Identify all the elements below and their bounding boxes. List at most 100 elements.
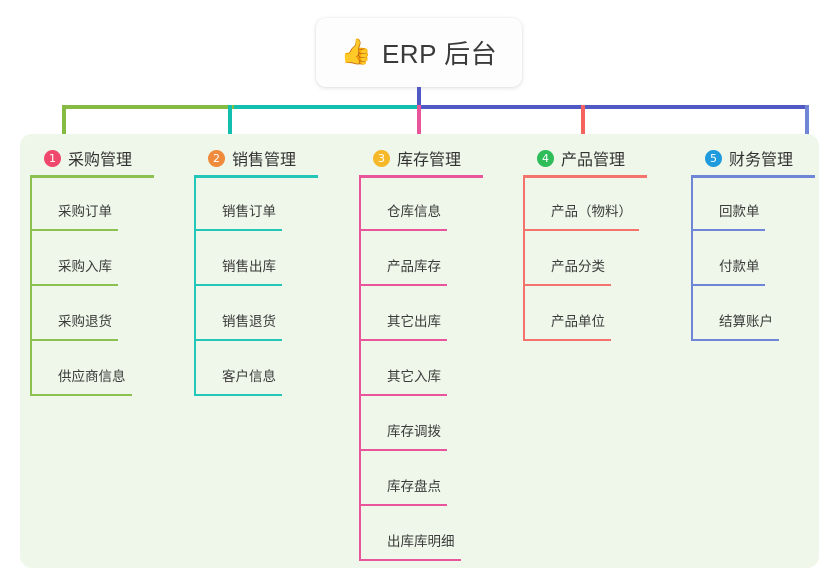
leaf-node[interactable]: 产品库存 (359, 231, 461, 286)
leaf-rule (361, 559, 461, 561)
branch-title-5: 财务管理 (729, 152, 794, 169)
branch-title-4: 产品管理 (561, 152, 626, 169)
leaf-node[interactable]: 采购订单 (30, 176, 132, 231)
leaf-label: 销售出库 (222, 258, 276, 274)
branch-header-rule-2 (194, 175, 318, 178)
leaf-node[interactable]: 产品分类 (523, 231, 632, 286)
root-node[interactable]: 👍 ERP 后台 (316, 18, 522, 87)
branch-badge-1: 1 (44, 149, 61, 167)
leaf-label: 付款单 (719, 258, 760, 274)
leaf-node[interactable]: 库存盘点 (359, 451, 461, 506)
branch-header-2[interactable]: 2 销售管理 (186, 140, 318, 178)
leaf-label: 供应商信息 (58, 368, 126, 384)
leaf-rule (361, 504, 447, 506)
leaf-node[interactable]: 采购退货 (30, 286, 132, 341)
leaf-rule (196, 284, 282, 286)
branch-stub-1 (62, 105, 66, 135)
root-title: ERP 后台 (381, 39, 498, 69)
leaf-rule (361, 339, 447, 341)
leaf-label: 库存盘点 (387, 478, 441, 494)
branch-column-3: 3 库存管理仓库信息产品库存其它出库其它入库库存调拨库存盘点出库库明细 (351, 140, 483, 561)
leaf-node[interactable]: 付款单 (691, 231, 793, 286)
leaf-rule (32, 339, 118, 341)
leaf-label: 其它出库 (387, 313, 441, 329)
leaf-rule (525, 284, 611, 286)
content-panel (20, 134, 819, 568)
leaf-node[interactable]: 仓库信息 (359, 176, 461, 231)
leaf-node[interactable]: 客户信息 (194, 341, 296, 396)
branch-badge-5: 5 (705, 149, 722, 167)
leaf-label: 库存调拨 (387, 423, 441, 439)
leaf-rule (32, 394, 132, 396)
leaf-node[interactable]: 产品（物料） (523, 176, 639, 231)
branch-title-3: 库存管理 (397, 152, 462, 169)
leaf-label: 销售订单 (222, 203, 276, 219)
branch-stub-5 (805, 105, 809, 135)
leaf-rule (361, 284, 447, 286)
leaf-label: 产品分类 (551, 258, 605, 274)
branch-title-2: 销售管理 (232, 152, 297, 169)
leaf-node[interactable]: 其它入库 (359, 341, 461, 396)
leaf-node[interactable]: 供应商信息 (30, 341, 132, 396)
leaf-node[interactable]: 销售出库 (194, 231, 296, 286)
leaf-rule (196, 229, 282, 231)
leaf-label: 产品库存 (387, 258, 441, 274)
bus-segment-3 (419, 105, 807, 109)
branch-header-rule-4 (523, 175, 647, 178)
bus-segment-2 (234, 105, 419, 109)
root-stem-connector (417, 87, 421, 105)
leaf-rule (525, 339, 611, 341)
branch-items-4: 产品（物料） 产品分类产品单位 (523, 176, 639, 341)
leaf-label: 产品单位 (551, 313, 605, 329)
branch-header-1[interactable]: 1 采购管理 (22, 140, 154, 178)
leaf-node[interactable]: 回款单 (691, 176, 793, 231)
leaf-rule (693, 339, 779, 341)
branch-header-3[interactable]: 3 库存管理 (351, 140, 483, 178)
branch-stub-2 (228, 105, 232, 135)
branch-column-1: 1 采购管理采购订单采购入库采购退货供应商信息 (22, 140, 154, 396)
leaf-rule (196, 394, 282, 396)
branch-header-rule-1 (30, 175, 154, 178)
leaf-node[interactable]: 采购入库 (30, 231, 132, 286)
leaf-label: 出库库明细 (387, 533, 455, 549)
leaf-rule (693, 284, 765, 286)
leaf-label: 采购退货 (58, 313, 112, 329)
branch-header-rule-5 (691, 175, 815, 178)
leaf-label: 采购入库 (58, 258, 112, 274)
branch-badge-3: 3 (373, 149, 390, 167)
branch-column-5: 5 财务管理回款单付款单结算账户 (683, 140, 815, 341)
leaf-rule (32, 229, 118, 231)
leaf-rule (525, 229, 639, 231)
branch-header-5[interactable]: 5 财务管理 (683, 140, 815, 178)
leaf-label: 结算账户 (719, 313, 773, 329)
branch-header-rule-3 (359, 175, 483, 178)
branch-stub-4 (581, 105, 585, 135)
leaf-label: 其它入库 (387, 368, 441, 384)
leaf-node[interactable]: 销售退货 (194, 286, 296, 341)
leaf-node[interactable]: 库存调拨 (359, 396, 461, 451)
leaf-label: 采购订单 (58, 203, 112, 219)
branch-items-2: 销售订单销售出库销售退货客户信息 (194, 176, 296, 396)
branch-badge-2: 2 (208, 149, 225, 167)
leaf-rule (361, 394, 447, 396)
leaf-rule (361, 229, 447, 231)
leaf-rule (32, 284, 118, 286)
leaf-node[interactable]: 销售订单 (194, 176, 296, 231)
branch-items-1: 采购订单采购入库采购退货供应商信息 (30, 176, 132, 396)
leaf-label: 仓库信息 (387, 203, 441, 219)
leaf-node[interactable]: 产品单位 (523, 286, 632, 341)
leaf-node[interactable]: 出库库明细 (359, 506, 461, 561)
leaf-rule (361, 449, 447, 451)
leaf-rule (693, 229, 765, 231)
branch-items-3: 仓库信息产品库存其它出库其它入库库存调拨库存盘点出库库明细 (359, 176, 461, 561)
thumbs-up-icon: 👍 (340, 38, 372, 66)
leaf-label: 产品（物料） (551, 203, 632, 219)
leaf-node[interactable]: 结算账户 (691, 286, 793, 341)
bus-segment-1 (62, 105, 234, 109)
leaf-label: 回款单 (719, 203, 760, 219)
leaf-node[interactable]: 其它出库 (359, 286, 461, 341)
branch-title-1: 采购管理 (68, 152, 133, 169)
